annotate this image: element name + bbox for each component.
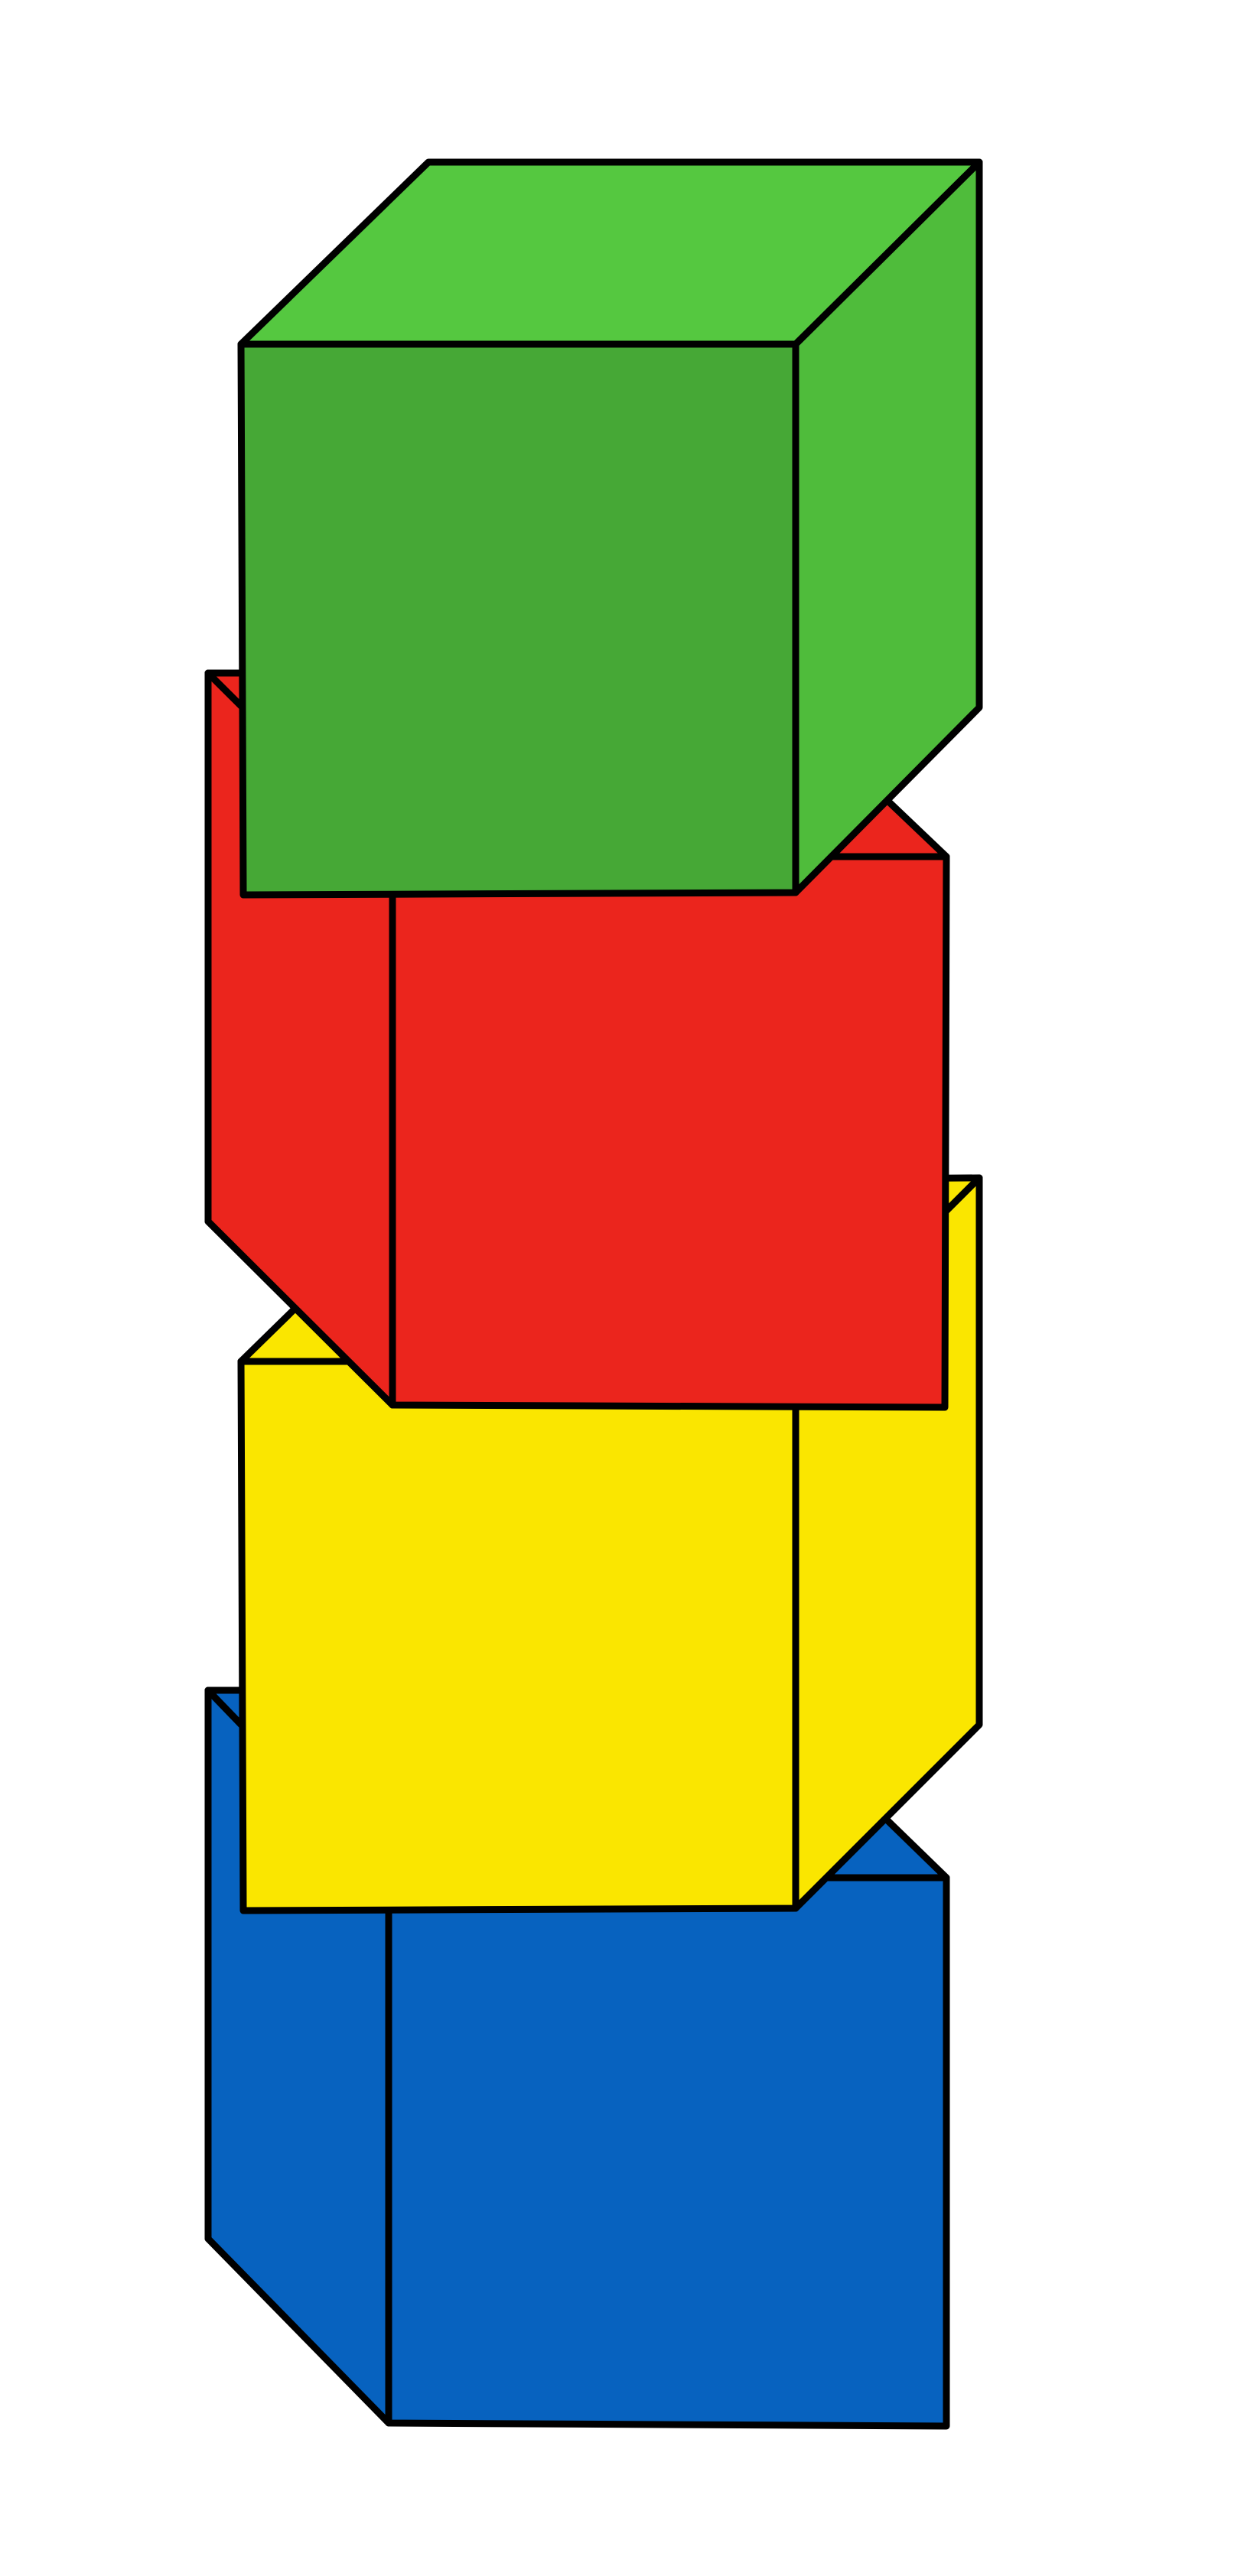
cube-yellow-front-face: [237, 1358, 799, 1914]
cube-green-front-face: [237, 340, 799, 899]
cube-green: [237, 158, 983, 899]
cube-blue-front-face: [385, 1874, 950, 2430]
cube-red-front-face: [389, 853, 950, 1411]
